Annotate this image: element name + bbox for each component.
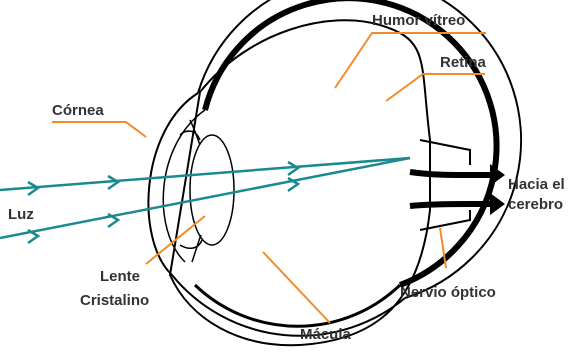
light-ray-lower (0, 158, 410, 238)
optic-nerve-inner-top (410, 172, 470, 175)
to-brain-arrowhead-2 (490, 193, 505, 215)
optic-nerve-inner-bottom (410, 204, 470, 206)
leader-lente (146, 216, 205, 264)
label-lente: Lente (100, 268, 140, 286)
leader-cornea (52, 122, 146, 137)
retina-layer (205, 0, 496, 285)
label-luz: Luz (8, 206, 34, 224)
eyeball-outer (198, 0, 521, 298)
optic-nerve-top (420, 140, 470, 165)
label-cerebro: cerebro (508, 196, 563, 214)
label-cornea: Córnea (52, 102, 104, 120)
label-hacia-el: Hacia el (508, 176, 565, 194)
label-humor-vitreo: Humor vítreo (372, 12, 465, 30)
label-macula: Mácula (300, 326, 351, 344)
lens-shape (190, 135, 234, 245)
label-retina: Retina (440, 54, 486, 72)
label-cristalino: Cristalino (80, 292, 149, 310)
leader-macula (263, 252, 330, 323)
label-nervio-optico: Nervio óptico (400, 284, 496, 302)
light-ray-upper (0, 158, 410, 190)
leader-retina (386, 74, 485, 101)
